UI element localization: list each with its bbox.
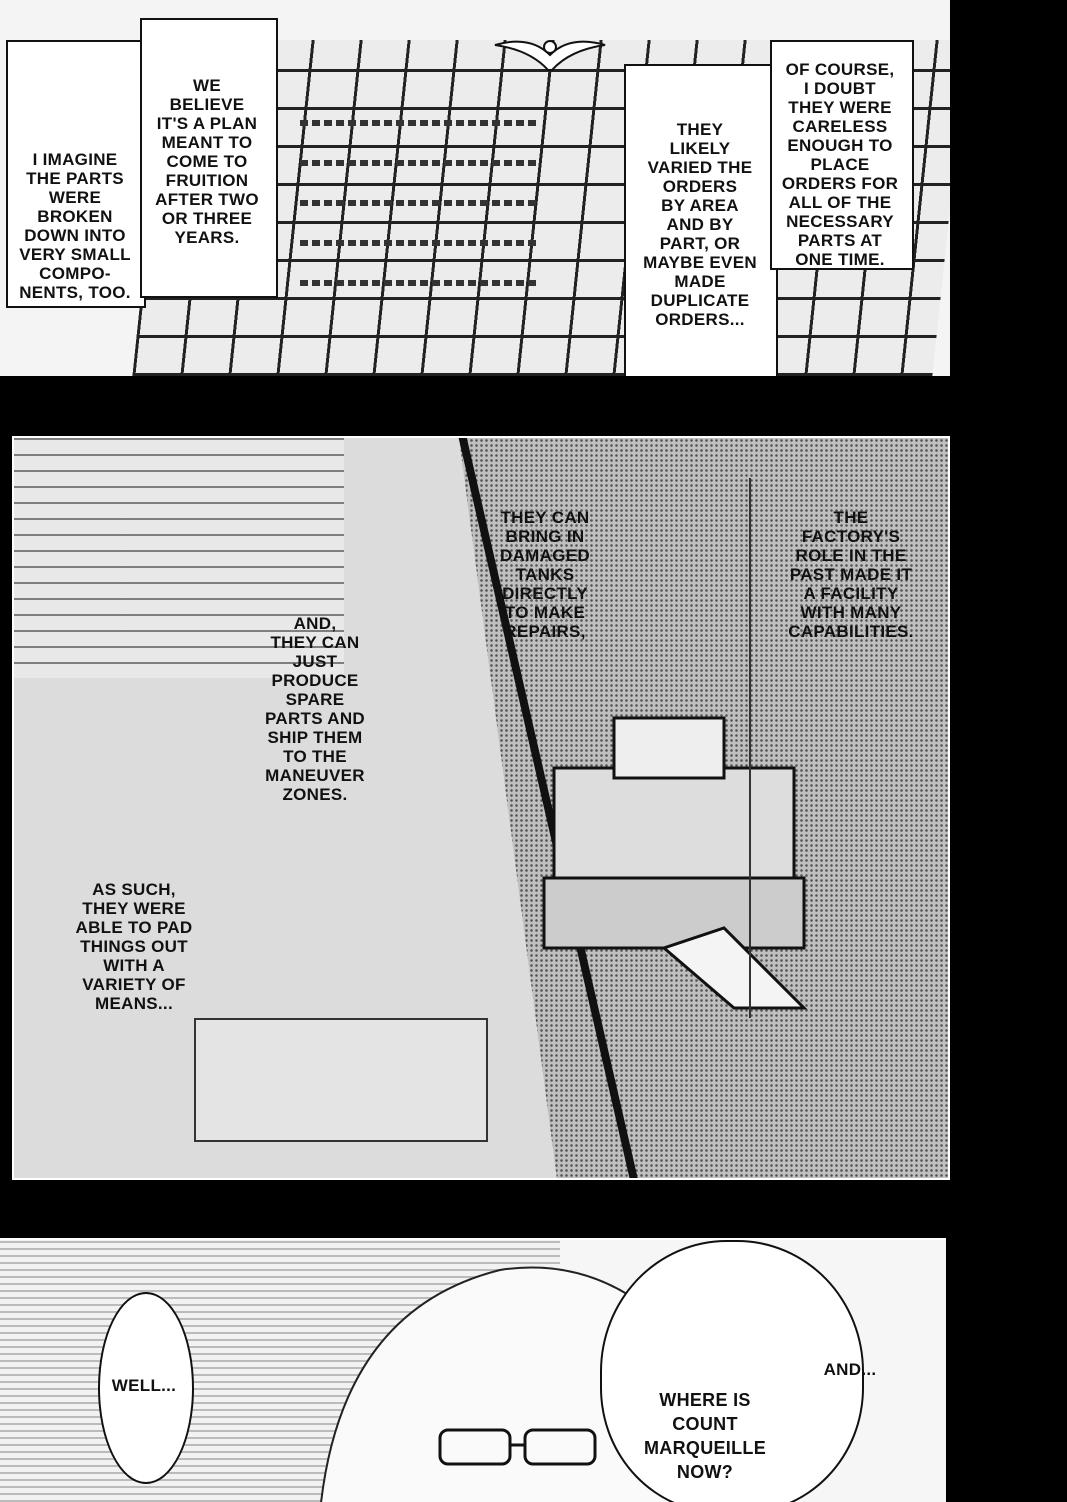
panel-building: I IMAGINE THE PARTS WERE BROKEN DOWN INT… bbox=[0, 0, 950, 376]
panel-closeup: WELL... AND... WHERE IS COUNT MARQUEILLE… bbox=[0, 1238, 946, 1502]
bubble-well-text: WELL... bbox=[111, 1376, 177, 1395]
crates-illustration bbox=[14, 438, 344, 678]
caption-box-mid bbox=[140, 18, 278, 298]
caption-mid-text: WE BELIEVE IT'S A PLAN MEANT TO COME TO … bbox=[155, 76, 259, 247]
text-pad: AS SUCH, THEY WERE ABLE TO PAD THINGS OU… bbox=[75, 880, 193, 1013]
bubble-where-text: WHERE IS COUNT MARQUEILLE NOW? bbox=[644, 1390, 766, 1482]
tank-illustration bbox=[524, 688, 834, 1018]
text-produce: AND, THEY CAN JUST PRODUCE SPARE PARTS A… bbox=[265, 614, 365, 804]
text-factory: THE FACTORY'S ROLE IN THE PAST MADE IT A… bbox=[788, 508, 914, 641]
eagle-emblem-icon bbox=[490, 25, 610, 85]
text-repairs: THEY CAN BRING IN DAMAGED TANKS DIRECTLY… bbox=[500, 508, 590, 641]
caption-box-right-b bbox=[770, 40, 914, 270]
caption-right-a-text: THEY LIKELY VARIED THE ORDERS BY AREA AN… bbox=[643, 120, 757, 329]
caption-right-b-text: OF COURSE, I DOUBT THEY WERE CARELESS EN… bbox=[781, 60, 899, 269]
hook-icon bbox=[749, 478, 751, 1018]
panel-factory: AND, THEY CAN JUST PRODUCE SPARE PARTS A… bbox=[12, 436, 950, 1180]
bubble-and-text: AND... bbox=[823, 1360, 877, 1379]
bubble-where bbox=[600, 1240, 864, 1502]
caption-left-text: I IMAGINE THE PARTS WERE BROKEN DOWN INT… bbox=[19, 150, 131, 302]
hangar-illustration bbox=[194, 1018, 488, 1142]
caption-box-left bbox=[6, 40, 146, 308]
caption-box-right-a bbox=[624, 64, 778, 376]
bubble-well bbox=[98, 1292, 194, 1484]
